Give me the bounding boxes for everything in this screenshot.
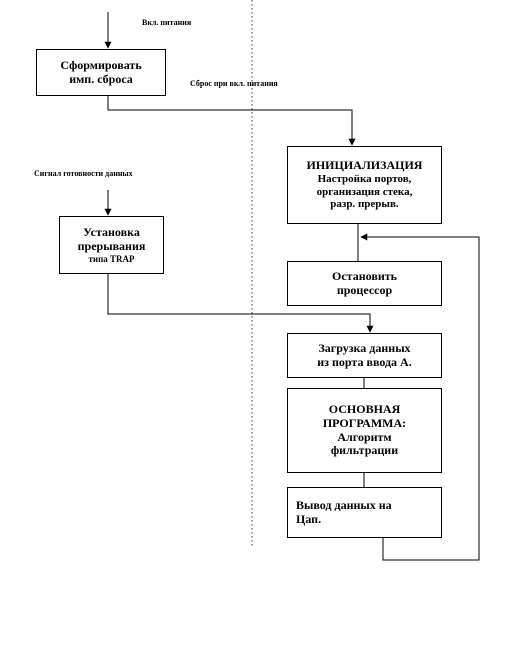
- init-line-2: Настройка портов,: [317, 172, 412, 185]
- stop-cpu-line-1: Остановить: [332, 268, 397, 283]
- form-reset-line-1: Сформировать: [60, 57, 142, 72]
- main-program-line-1: ОСНОВНАЯ: [328, 401, 401, 416]
- init-line-3: организация стека,: [316, 185, 413, 198]
- stop-cpu-box: Остановить процессор: [287, 261, 442, 306]
- loop-back-connector: [360, 233, 480, 561]
- trap-to-load-connector: [107, 274, 374, 333]
- load-data-box: Загрузка данных из порта ввода А.: [287, 333, 442, 378]
- main-program-line-2: ПРОГРАММА:: [322, 415, 407, 430]
- output-dac-box: Вывод данных на Цап.: [287, 487, 442, 538]
- reset-on-power-label: Сброс при вкл. питания: [190, 79, 278, 88]
- trap-setup-line-1: Установка: [83, 225, 140, 240]
- load-data-line-1: Загрузка данных: [318, 340, 411, 355]
- output-dac-line-1: Вывод данных на: [296, 497, 392, 512]
- main-program-line-4: фильтрации: [330, 443, 399, 458]
- power-on-label: Вкл. питания: [142, 18, 192, 27]
- init-line-1: ИНИЦИАЛИЗАЦИЯ: [306, 158, 423, 173]
- trap-setup-box: Установка прерывания типа TRAP: [59, 216, 164, 274]
- stop-cpu-line-2: процессор: [336, 282, 393, 297]
- main-program-line-3: Алгоритм: [337, 429, 392, 444]
- form-reset-box: Сформировать имп. сброса: [36, 49, 166, 96]
- trap-setup-line-2: прерывания: [77, 238, 146, 253]
- data-ready-label: Сигнал готовности данных: [34, 169, 133, 178]
- reset-to-init-connector: [107, 96, 356, 146]
- output-dac-line-2: Цап.: [296, 511, 322, 526]
- init-line-4: разр. прерыв.: [330, 198, 399, 211]
- load-data-line-2: из порта ввода А.: [317, 354, 412, 369]
- trap-setup-line-3: типа TRAP: [88, 253, 135, 264]
- form-reset-line-2: имп. сброса: [69, 71, 133, 86]
- main-program-box: ОСНОВНАЯ ПРОГРАММА: Алгоритм фильтрации: [287, 388, 442, 473]
- init-box: ИНИЦИАЛИЗАЦИЯ Настройка портов, организа…: [287, 146, 442, 224]
